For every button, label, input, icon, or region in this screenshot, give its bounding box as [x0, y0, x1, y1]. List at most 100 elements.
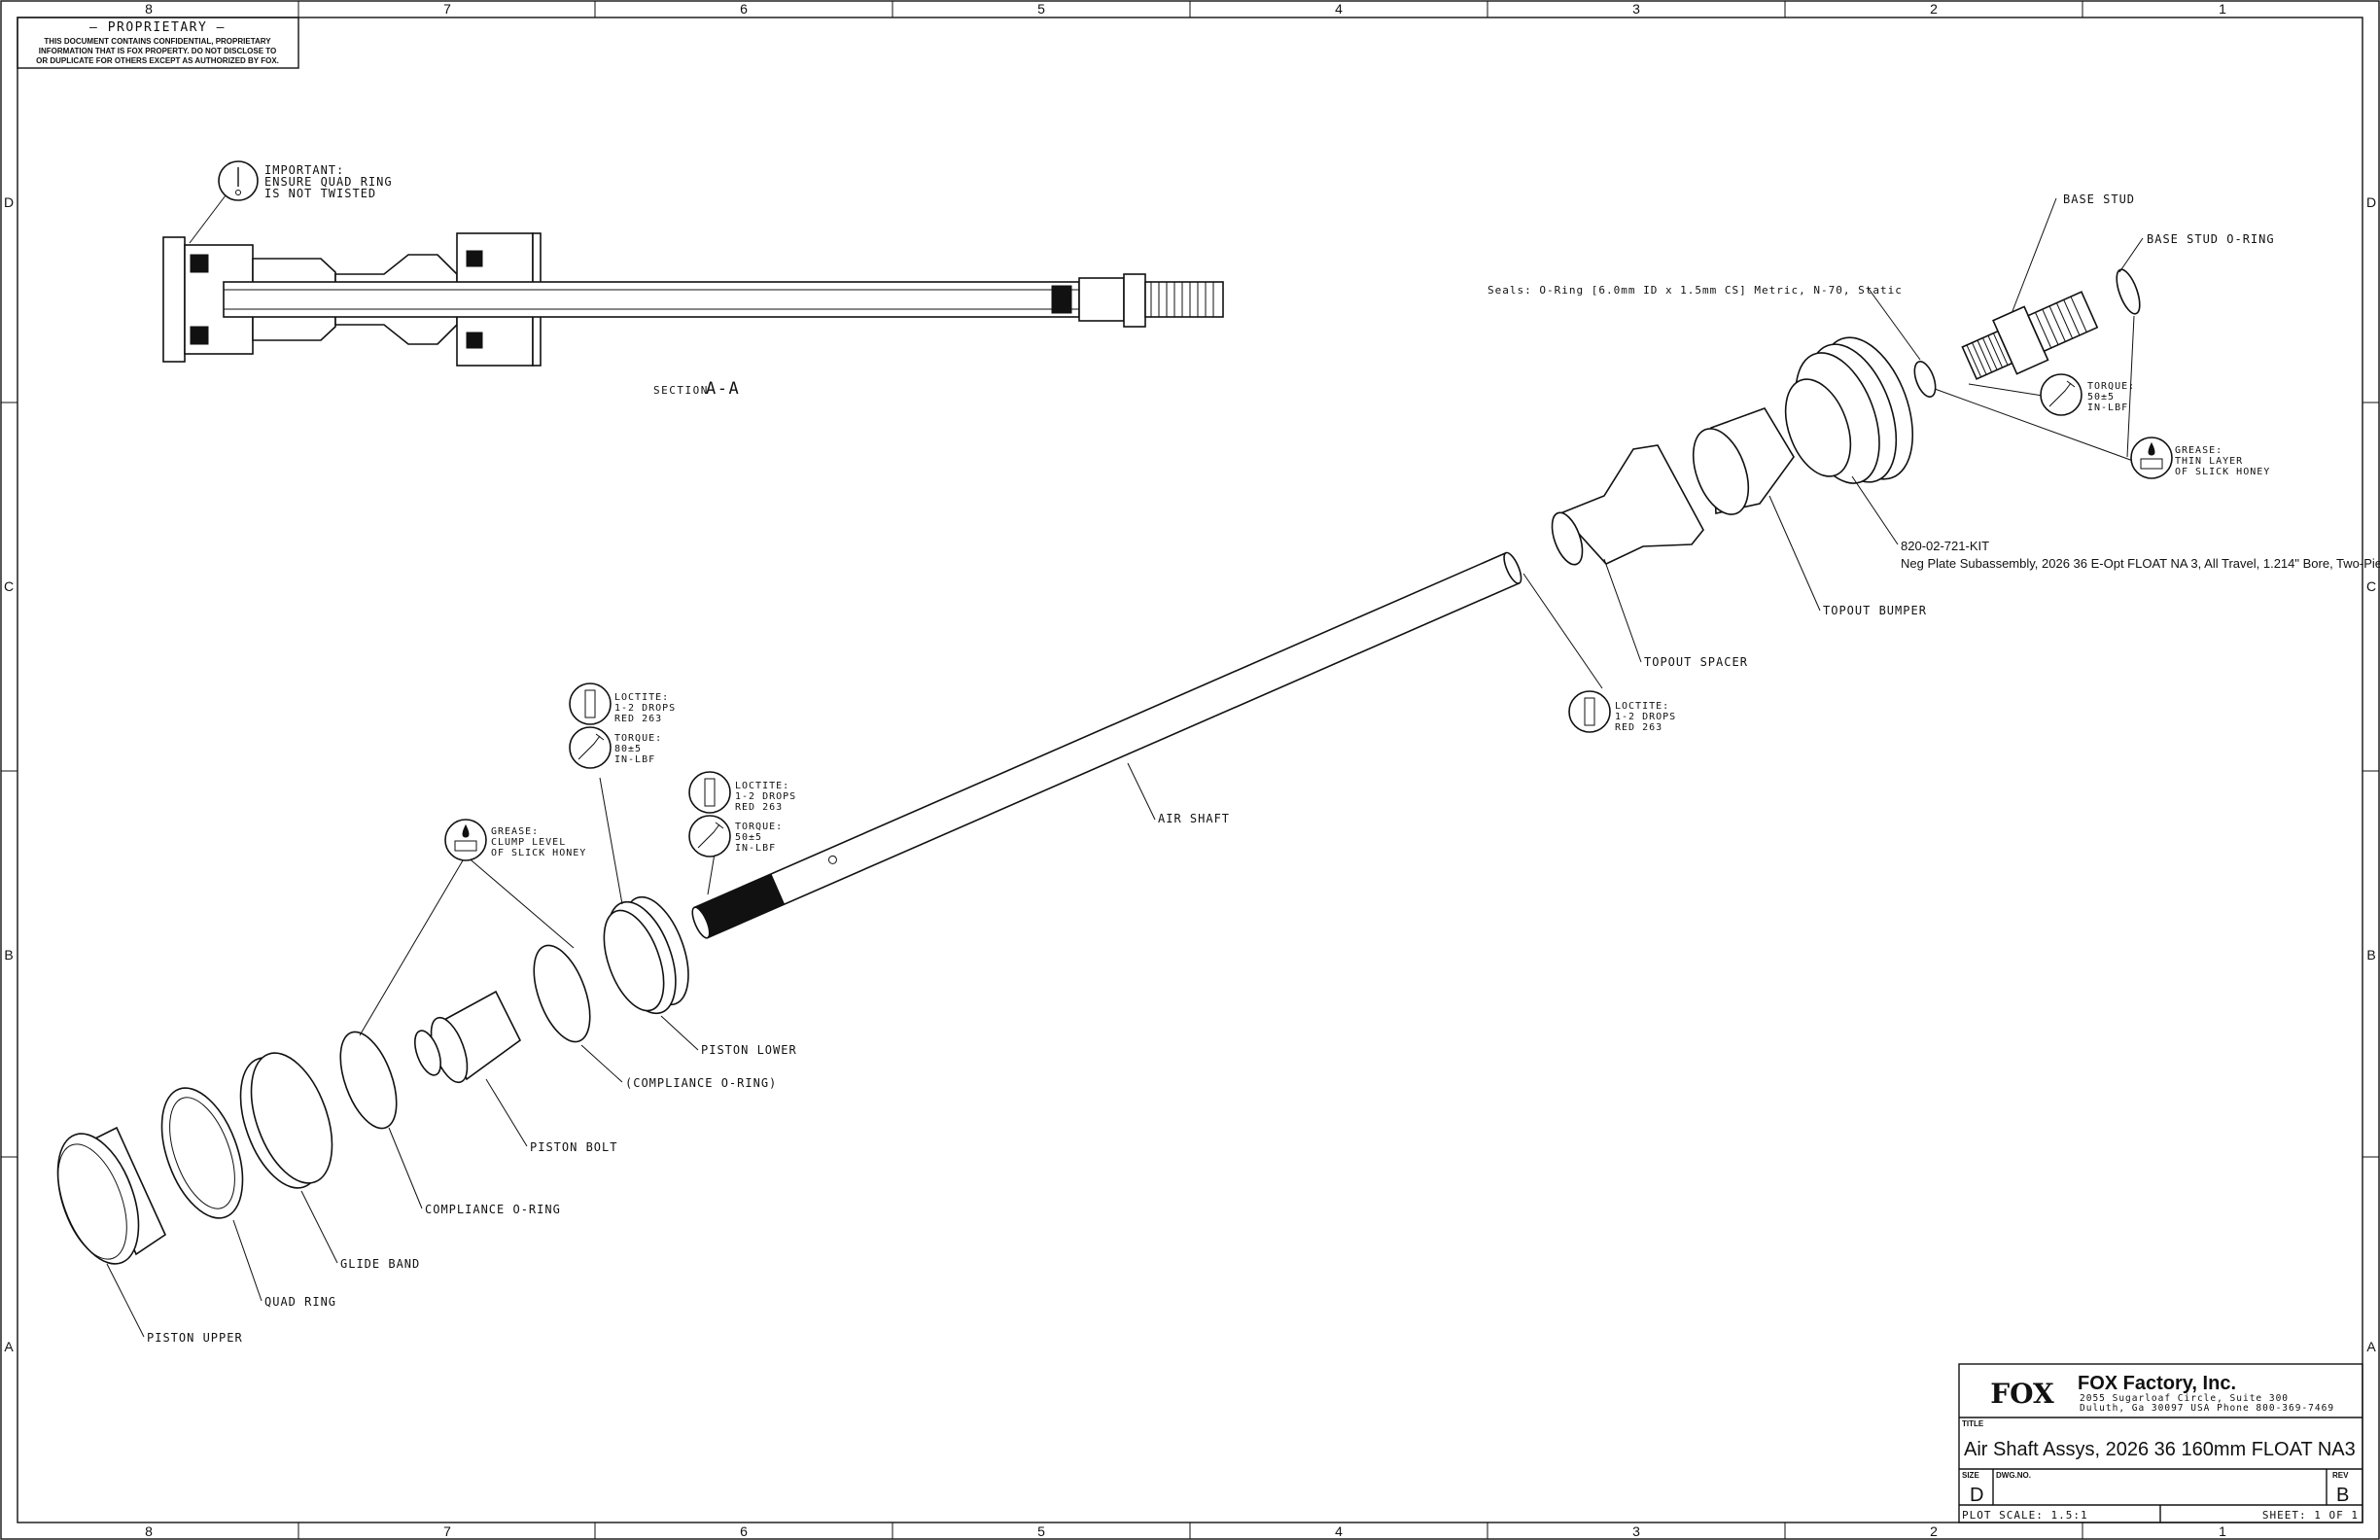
grease-clump-3: OF SLICK HONEY [491, 848, 586, 858]
torque-2-2: 50±5 [735, 832, 762, 843]
proprietary-notice: — PROPRIETARY — THIS DOCUMENT CONTAINS C… [17, 17, 299, 69]
label-topout-spacer: TOPOUT SPACER [1644, 655, 1748, 669]
label-glide-band: GLIDE BAND [340, 1257, 420, 1271]
zone-row-b: B [4, 947, 13, 962]
piston-bolt [414, 990, 522, 1084]
zone-row-c-right: C [2366, 578, 2376, 594]
proprietary-line-2: INFORMATION THAT IS FOX PROPERTY. DO NOT… [39, 47, 276, 55]
zone-row-a-right: A [2366, 1339, 2376, 1354]
zone-row-d-right: D [2366, 194, 2376, 210]
dwg-no-label: DWG.NO. [1996, 1471, 2031, 1480]
torque-icon-2 [688, 815, 731, 858]
loctite-right-3: RED 263 [1615, 722, 1662, 733]
zone-col-4: 4 [1335, 1, 1343, 17]
proprietary-line-1: THIS DOCUMENT CONTAINS CONFIDENTIAL, PRO… [44, 37, 271, 46]
loctite-icon-2 [688, 771, 731, 814]
label-piston-lower: PISTON LOWER [701, 1043, 797, 1057]
zone-col-3: 3 [1632, 1, 1640, 17]
compliance-oring [339, 1031, 398, 1130]
base-stud-oring [2116, 268, 2141, 315]
grease-thin-2: THIN LAYER [2175, 456, 2243, 467]
important-line-1: IMPORTANT: [264, 163, 344, 177]
inner-border [17, 17, 2363, 1523]
loctite-right-2: 1-2 DROPS [1615, 712, 1676, 722]
label-piston-bolt: PISTON BOLT [530, 1140, 617, 1154]
torque-base-2: 50±5 [2087, 392, 2115, 402]
torque-icon-1 [569, 726, 612, 769]
zone-col-3-bottom: 3 [1632, 1523, 1640, 1539]
grease-icon-left [444, 819, 487, 861]
loctite-right-1: LOCTITE: [1615, 701, 1669, 712]
air-shaft [691, 551, 1522, 939]
label-compliance-oring-ref: (COMPLIANCE O-RING) [625, 1076, 777, 1090]
grease-thin-1: GREASE: [2175, 445, 2222, 456]
zone-col-1: 1 [2219, 1, 2226, 17]
zone-row-c: C [4, 578, 14, 594]
company-address-2: Duluth, Ga 30097 USA Phone 800-369-7469 [2080, 1403, 2334, 1414]
zone-col-7-bottom: 7 [443, 1523, 451, 1539]
zone-col-2-bottom: 2 [1930, 1523, 1938, 1539]
torque-1-1: TORQUE: [614, 733, 662, 744]
rev-value: B [2336, 1485, 2349, 1506]
label-compliance-oring: COMPLIANCE O-RING [425, 1203, 561, 1216]
torque-icon [2040, 373, 2082, 416]
quad-ring [160, 1087, 244, 1219]
torque-1-3: IN-LBF [614, 754, 655, 765]
zone-col-7: 7 [443, 1, 451, 17]
torque-2-3: IN-LBF [735, 843, 776, 854]
size-label: SIZE [1962, 1471, 1979, 1480]
zone-labels: 8 7 6 5 4 3 2 1 8 7 6 5 4 3 2 1 D C B A … [4, 1, 2376, 1539]
zone-row-b-right: B [2366, 947, 2375, 962]
size-value: D [1970, 1485, 1983, 1506]
zone-col-1-bottom: 1 [2219, 1523, 2226, 1539]
loctite-2-1: LOCTITE: [735, 781, 789, 791]
piston-lower [603, 895, 689, 1015]
compliance-oring-upper [533, 944, 591, 1043]
torque-2-1: TORQUE: [735, 822, 783, 832]
zone-col-6-bottom: 6 [740, 1523, 748, 1539]
label-base-stud: BASE STUD [2063, 192, 2135, 206]
label-quad-ring: QUAD RING [264, 1295, 336, 1309]
proprietary-heading: — PROPRIETARY — [89, 20, 226, 35]
label-topout-bumper: TOPOUT BUMPER [1823, 604, 1927, 617]
title-label: TITLE [1962, 1419, 1984, 1428]
section-label-prefix: SECTION [653, 384, 709, 397]
label-kit-number: 820-02-721-KIT [1901, 539, 1989, 553]
loctite-icon-right [1568, 690, 1611, 733]
zone-row-d: D [4, 194, 14, 210]
zone-col-8-bottom: 8 [145, 1523, 153, 1539]
grease-icon [2130, 437, 2173, 479]
zone-col-5-bottom: 5 [1037, 1523, 1045, 1539]
label-seals: Seals: O-Ring [6.0mm ID x 1.5mm CS] Metr… [1488, 284, 1903, 297]
zone-col-6: 6 [740, 1, 748, 17]
neg-plate-subassembly [1784, 336, 1914, 484]
base-stud [1961, 291, 2099, 380]
leader-lines [106, 197, 2145, 1338]
loctite-2-2: 1-2 DROPS [735, 791, 796, 802]
company-name: FOX Factory, Inc. [2078, 1373, 2236, 1394]
label-air-shaft: AIR SHAFT [1158, 812, 1230, 825]
loctite-1-2: 1-2 DROPS [614, 703, 676, 714]
zone-col-4-bottom: 4 [1335, 1523, 1343, 1539]
plot-scale: PLOT SCALE: 1.5:1 [1962, 1509, 2088, 1522]
grease-thin-3: OF SLICK HONEY [2175, 467, 2270, 477]
important-line-2: ENSURE QUAD RING [264, 175, 393, 189]
rev-label: REV [2332, 1471, 2349, 1480]
torque-1-2: 80±5 [614, 744, 642, 754]
loctite-icon-1 [569, 682, 612, 725]
label-base-stud-oring: BASE STUD O-RING [2147, 232, 2275, 246]
loctite-2-3: RED 263 [735, 802, 783, 813]
torque-base-1: TORQUE: [2087, 381, 2135, 392]
fox-logo: FOX [1990, 1378, 2054, 1410]
grease-clump-2: CLUMP LEVEL [491, 837, 566, 848]
zone-col-2: 2 [1930, 1, 1938, 17]
topout-spacer [1551, 444, 1704, 566]
torque-base-3: IN-LBF [2087, 402, 2128, 413]
company-address-1: 2055 Sugarloaf Circle, Suite 300 [2080, 1393, 2289, 1404]
zone-col-5: 5 [1037, 1, 1045, 17]
section-label-name: A-A [706, 379, 740, 399]
loctite-1-1: LOCTITE: [614, 692, 669, 703]
